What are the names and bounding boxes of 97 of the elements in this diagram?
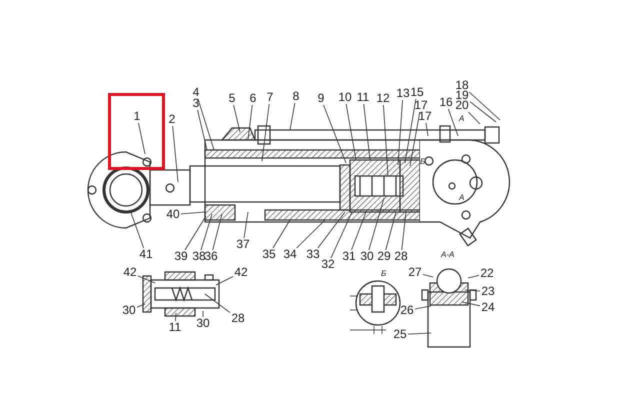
leader-line xyxy=(248,104,253,140)
leader-line xyxy=(180,212,206,214)
leader-line xyxy=(385,212,396,250)
leader-line xyxy=(470,101,496,122)
callout-number: 17 xyxy=(413,99,429,112)
callout-number: 24 xyxy=(480,301,496,314)
leader-line xyxy=(448,108,458,136)
section-label: А-А xyxy=(441,250,454,259)
callout-number: 28 xyxy=(230,312,246,325)
callout-number: 1 xyxy=(132,110,142,123)
leader-line xyxy=(468,92,500,120)
leader-line xyxy=(404,98,416,164)
leader-line xyxy=(138,122,146,154)
leader-line xyxy=(262,104,270,162)
callout-number: 8 xyxy=(288,90,304,103)
leader-line xyxy=(296,220,326,248)
callout-number: 28 xyxy=(393,250,409,263)
leader-line xyxy=(138,275,156,284)
leader-line xyxy=(368,198,384,250)
callout-number: 33 xyxy=(305,248,321,261)
callout-number: 27 xyxy=(407,266,423,279)
callout-number: 30 xyxy=(359,250,375,263)
leader-line xyxy=(175,312,176,322)
callout-number: 13 xyxy=(395,87,411,100)
leader-line xyxy=(184,216,206,250)
leader-line xyxy=(408,332,432,335)
leader-line xyxy=(318,212,346,248)
callout-number: 38 xyxy=(191,250,207,263)
callout-number: 30 xyxy=(121,304,137,317)
callout-number: 22 xyxy=(479,267,495,280)
leader-line xyxy=(130,210,144,248)
callout-number: 16 xyxy=(438,96,454,109)
leader-line xyxy=(351,212,366,250)
leader-line xyxy=(198,98,214,150)
callout-number: 15 xyxy=(409,86,425,99)
leader-line xyxy=(212,214,222,250)
leader-line xyxy=(272,220,290,248)
leader-line xyxy=(323,104,346,164)
section-label: А xyxy=(459,193,464,202)
callout-number: 31 xyxy=(341,250,357,263)
leader-line xyxy=(426,122,428,136)
leader-line xyxy=(330,212,352,258)
callout-number: 25 xyxy=(392,328,408,341)
callout-number: 4 xyxy=(188,86,204,99)
leader-line xyxy=(464,290,480,292)
callout-number: 17 xyxy=(417,110,433,123)
callout-number: 35 xyxy=(261,248,277,261)
leader-line xyxy=(233,104,240,132)
leader-line xyxy=(197,110,208,150)
callout-number: 2 xyxy=(164,113,180,126)
callout-number: 11 xyxy=(355,91,371,104)
leader-line xyxy=(202,310,204,318)
callout-number: 39 xyxy=(173,250,189,263)
leader-line xyxy=(204,294,230,313)
leader-line xyxy=(363,104,370,160)
leader-line xyxy=(383,104,388,176)
leader-line xyxy=(410,112,420,166)
leader-line xyxy=(244,212,248,238)
callout-number: 9 xyxy=(313,92,329,105)
leader-line xyxy=(136,304,146,308)
leader-line xyxy=(468,112,480,124)
callout-number: 23 xyxy=(480,285,496,298)
leader-line xyxy=(172,126,178,182)
leader-line xyxy=(290,102,296,130)
callout-number: 18 xyxy=(454,79,470,92)
callout-number: 40 xyxy=(165,208,181,221)
callout-number: 7 xyxy=(262,91,278,104)
leader-line xyxy=(200,214,212,250)
section-label: Б xyxy=(420,157,426,166)
leader-line xyxy=(398,100,403,166)
callout-number: 32 xyxy=(320,258,336,271)
leader-line xyxy=(216,276,234,286)
leader-line xyxy=(462,302,480,306)
callout-number: 30 xyxy=(195,317,211,330)
leader-line xyxy=(414,306,432,310)
callout-number: 3 xyxy=(188,97,204,110)
leader-line xyxy=(422,274,434,278)
callout-number: 5 xyxy=(224,92,240,105)
leader-line xyxy=(468,275,480,278)
section-label: А xyxy=(459,114,464,123)
callout-number: 42 xyxy=(122,266,138,279)
section-label: Б xyxy=(381,269,386,278)
callout-number: 11 xyxy=(167,321,183,334)
callout-number: 41 xyxy=(138,248,154,261)
callout-number: 12 xyxy=(375,92,391,105)
callout-number: 19 xyxy=(454,89,470,102)
callout-number: 20 xyxy=(454,99,470,112)
callout-number: 6 xyxy=(245,92,261,105)
callout-number: 26 xyxy=(399,304,415,317)
callout-number: 10 xyxy=(337,91,353,104)
leader-line xyxy=(401,212,406,250)
highlight-frame xyxy=(108,93,165,170)
leader-line xyxy=(346,104,356,160)
callout-number: 34 xyxy=(282,248,298,261)
callout-number: 37 xyxy=(235,238,251,251)
callout-number: 29 xyxy=(376,250,392,263)
callout-number: 42 xyxy=(233,266,249,279)
